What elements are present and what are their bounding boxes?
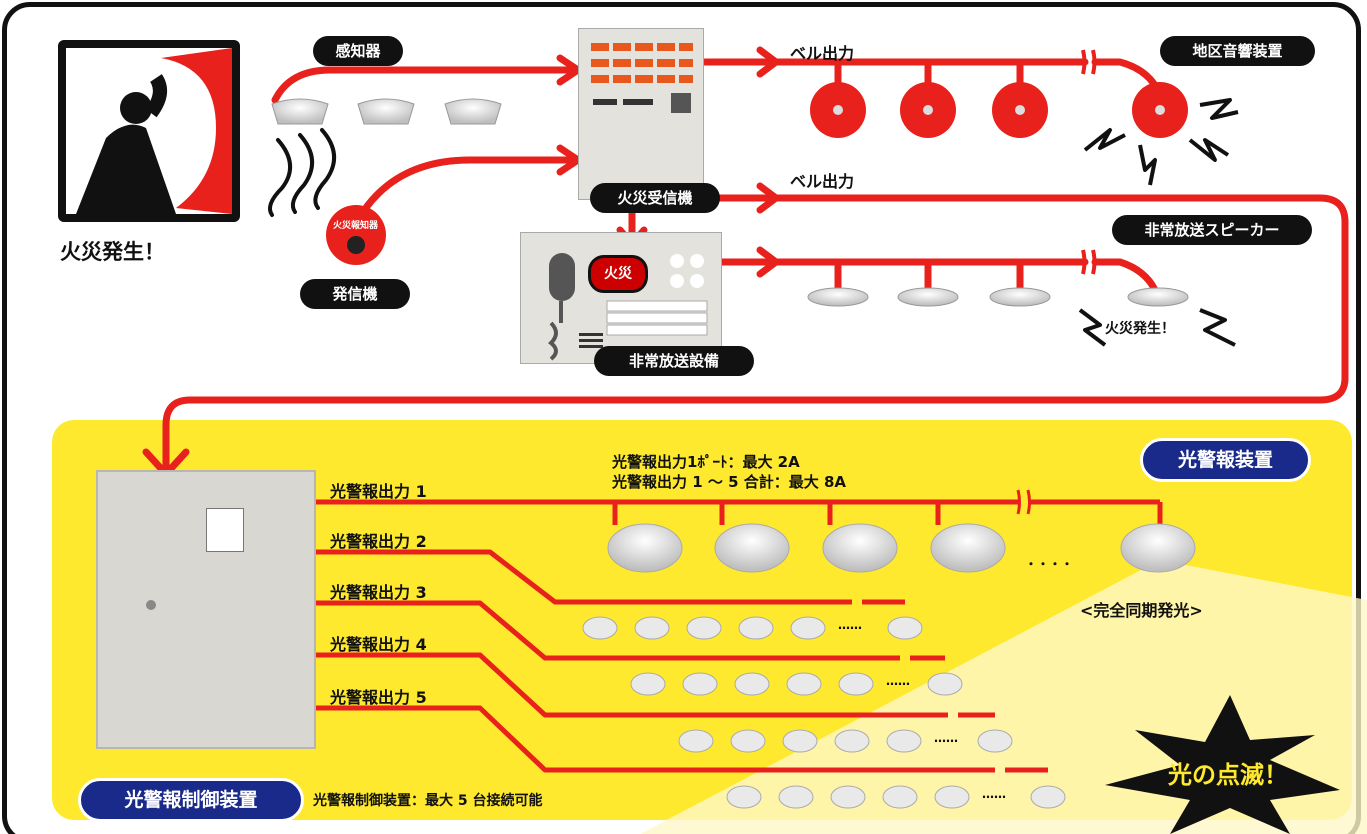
small-light-alarm	[582, 616, 618, 640]
small-light-alarm	[887, 616, 923, 640]
spec-line-1: 光警報出力1ﾎﾟｰﾄ：最大 2A	[612, 453, 800, 471]
smoke-detector	[357, 98, 415, 125]
output-label-5: 光警報出力 5	[330, 688, 427, 707]
break-mark	[1016, 489, 1031, 515]
fire-icon	[58, 40, 240, 222]
emergency-speaker-label: 非常放送スピーカー	[1112, 215, 1312, 245]
speaker	[1127, 287, 1189, 307]
sound-mark	[1138, 144, 1157, 186]
smoke-detector	[444, 98, 502, 125]
small-light-alarm	[686, 616, 722, 640]
small-light-alarm	[630, 672, 666, 696]
sync-label: <完全同期発光>	[1080, 601, 1203, 620]
transmitter-label: 発信機	[300, 279, 410, 309]
broadcast-label: 非常放送設備	[594, 346, 754, 376]
output-wire-3	[315, 600, 945, 661]
bell-output-label-1: ベル出力	[790, 44, 855, 63]
light-alarm	[607, 523, 683, 573]
small-light-alarm	[678, 729, 714, 753]
small-light-alarm	[934, 785, 970, 809]
sound-mark	[1083, 128, 1126, 152]
controller-display	[206, 508, 244, 552]
small-light-alarm	[786, 672, 822, 696]
speaker	[989, 287, 1051, 307]
smoke-wave	[268, 138, 292, 217]
output-label-1: 光警報出力 1	[330, 482, 427, 501]
row-dots-4: ……	[982, 787, 1006, 801]
fire-occurred-label: 火災発生！	[60, 240, 165, 264]
row-dots-3: ……	[934, 731, 958, 745]
output-wire-4	[315, 652, 995, 718]
row-dots-2: ……	[886, 674, 910, 688]
controller-cabinet	[96, 470, 316, 749]
speaker	[807, 287, 869, 307]
smoke-detector	[271, 98, 329, 125]
light-alarm	[714, 523, 790, 573]
spec-line-2: 光警報出力 1 ～ 5 合計：最大 8A	[612, 473, 847, 491]
small-light-alarm	[977, 729, 1013, 753]
output-wire-5	[315, 705, 1048, 773]
arrowhead	[756, 46, 780, 78]
small-light-alarm	[830, 785, 866, 809]
small-light-alarm	[782, 729, 818, 753]
lamp-drops	[612, 502, 1163, 525]
flash-label: 光の点滅！	[1168, 761, 1288, 789]
transmitter-device	[326, 205, 386, 265]
bell-output-label-2: ベル出力	[790, 172, 855, 191]
small-light-alarm	[778, 785, 814, 809]
broadcast-panel	[520, 232, 722, 364]
break-mark	[1081, 249, 1097, 275]
district-sounder-label: 地区音響装置	[1160, 36, 1315, 66]
detector-label: 感知器	[313, 36, 403, 66]
detector-wire	[271, 66, 579, 104]
small-light-alarm	[834, 729, 870, 753]
output-label-2: 光警報出力 2	[330, 532, 427, 551]
light-alarm	[1120, 523, 1196, 573]
small-light-alarm	[790, 616, 826, 640]
transmitter-button-label: 火災報知器	[333, 221, 379, 231]
small-light-alarm	[1030, 785, 1066, 809]
small-light-alarm	[682, 672, 718, 696]
sound-mark	[1078, 308, 1107, 347]
arrowhead	[756, 182, 780, 214]
small-light-alarm	[927, 672, 963, 696]
light-alarm	[930, 523, 1006, 573]
small-light-alarm	[886, 729, 922, 753]
small-light-alarm	[882, 785, 918, 809]
controller-label: 光警報制御装置	[78, 778, 304, 822]
small-light-alarm	[838, 672, 874, 696]
small-light-alarm	[726, 785, 762, 809]
speaker	[897, 287, 959, 307]
sound-mark	[1199, 308, 1236, 347]
break-mark	[1081, 49, 1097, 75]
light-alarm	[822, 523, 898, 573]
smoke-wave	[290, 133, 314, 214]
controller-lock	[146, 600, 156, 610]
sound-mark	[1188, 138, 1230, 162]
smoke-wave	[313, 128, 336, 210]
controller-note: 光警報制御装置：最大 5 台接続可能	[313, 793, 543, 809]
more-lamps-dots: ・・・・	[1025, 557, 1074, 571]
output-wire-2	[315, 549, 905, 605]
small-light-alarm	[730, 729, 766, 753]
light-alarm-device-label: 光警報装置	[1140, 438, 1311, 482]
fire-alarm-button: 火災	[588, 255, 648, 293]
sound-mark	[1199, 98, 1239, 120]
small-light-alarm	[738, 616, 774, 640]
output-label-3: 光警報出力 3	[330, 583, 427, 602]
flash-star	[1105, 695, 1340, 834]
speaker-drops	[834, 258, 1024, 294]
small-light-alarm	[734, 672, 770, 696]
arrowhead	[756, 246, 780, 278]
output-label-4: 光警報出力 4	[330, 635, 427, 654]
speaker-fire-label: 火災発生！	[1105, 321, 1175, 337]
row-dots-1: ……	[838, 618, 862, 632]
receiver-label: 火災受信機	[590, 183, 720, 213]
small-light-alarm	[634, 616, 670, 640]
receiver-to-controller-wire	[162, 194, 1349, 474]
